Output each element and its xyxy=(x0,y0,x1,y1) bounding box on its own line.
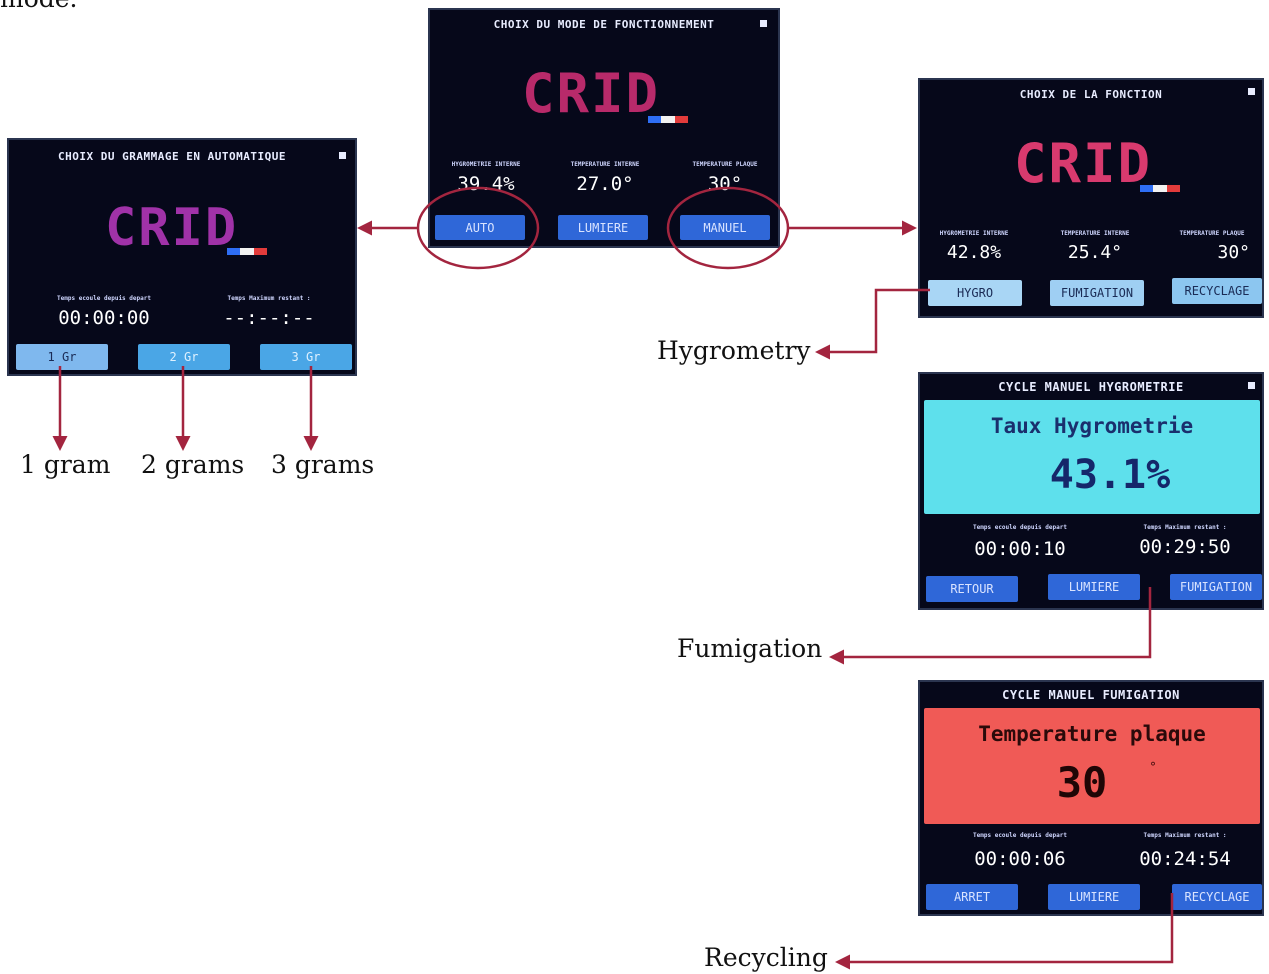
fumigation-button[interactable]: FUMIGATION xyxy=(1170,574,1262,600)
recyclage-button[interactable]: RECYCLAGE xyxy=(1172,278,1262,304)
gram-3-annotation: 3 grams xyxy=(271,450,375,479)
fumigation-cycle-screen: CYCLE MANUEL FUMIGATION Temperature plaq… xyxy=(918,680,1264,916)
status-indicator xyxy=(760,20,767,27)
hygrometry-cycle-screen: CYCLE MANUEL HYGROMETRIE Taux Hygrometri… xyxy=(918,372,1264,610)
reading-value: 25.4° xyxy=(1067,242,1123,263)
lumiere-button[interactable]: LUMIERE xyxy=(1048,574,1140,600)
reading-label: TEMPERATURE INTERNE xyxy=(1060,230,1130,237)
panel-label: Temperature plaque xyxy=(978,722,1206,746)
status-indicator xyxy=(339,152,346,159)
screen-title: CYCLE MANUEL HYGROMETRIE xyxy=(998,380,1184,394)
hygro-button[interactable]: HYGRO xyxy=(928,280,1022,306)
retour-button[interactable]: RETOUR xyxy=(926,576,1018,602)
remaining-label: Temps Maximum restant : xyxy=(1143,832,1227,839)
crid-logo: CRID xyxy=(522,62,661,125)
elapsed-label: Temps ecoule depuis depart xyxy=(57,295,151,302)
reading-label: HYGROMETRIE INTERNE xyxy=(939,230,1009,237)
tricolor-flag xyxy=(648,116,688,123)
panel-label: Taux Hygrometrie xyxy=(990,414,1194,438)
screen-title: CHOIX DU MODE DE FONCTIONNEMENT xyxy=(493,18,715,31)
screen-title: CHOIX DU GRAMMAGE EN AUTOMATIQUE xyxy=(58,150,286,163)
fumigation-annotation: Fumigation xyxy=(677,634,823,663)
arret-button[interactable]: ARRET xyxy=(926,884,1018,910)
lumiere-button[interactable]: LUMIERE xyxy=(558,215,648,240)
panel-value: 30 xyxy=(1056,758,1108,807)
reading-value: 30° xyxy=(1217,242,1250,263)
reading-value: 42.8% xyxy=(946,242,1002,263)
caption-fragment: mode. xyxy=(0,0,78,13)
status-indicator xyxy=(1248,88,1255,95)
panel-unit: ° xyxy=(1149,760,1157,774)
crid-logo: CRID xyxy=(1014,132,1153,195)
manuel-button[interactable]: MANUEL xyxy=(680,215,770,240)
status-indicator xyxy=(1248,382,1255,389)
tricolor-flag xyxy=(227,248,267,255)
elapsed-time: 00:00:00 xyxy=(58,307,150,329)
remaining-time: 00:29:50 xyxy=(1139,536,1231,558)
reading-label: TEMPERATURE PLAQUE xyxy=(1179,230,1245,237)
gram-1-annotation: 1 gram xyxy=(20,450,111,479)
reading-label: HYGROMETRIE INTERNE xyxy=(451,161,521,168)
panel-value: 43.1% xyxy=(1049,452,1171,498)
hygrometry-annotation: Hygrometry xyxy=(657,336,811,365)
auto-button[interactable]: AUTO xyxy=(435,215,525,240)
tricolor-flag xyxy=(1140,185,1180,192)
crid-logo: CRID xyxy=(105,198,239,258)
elapsed-label: Temps ecoule depuis depart xyxy=(973,524,1067,531)
elapsed-time: 00:00:10 xyxy=(974,538,1066,560)
hygrometry-panel xyxy=(924,400,1260,514)
temperature-panel xyxy=(924,708,1260,824)
function-selection-screen: CHOIX DE LA FONCTION CRID HYGROMETRIE IN… xyxy=(918,78,1264,318)
elapsed-time: 00:00:06 xyxy=(974,848,1066,870)
gram-2-button[interactable]: 2 Gr xyxy=(138,344,230,370)
auto-grammage-screen: CHOIX DU GRAMMAGE EN AUTOMATIQUE CRID Te… xyxy=(7,138,357,376)
screen-title: CYCLE MANUEL FUMIGATION xyxy=(1002,688,1180,702)
lumiere-button[interactable]: LUMIERE xyxy=(1048,884,1140,910)
remaining-label: Temps Maximum restant : xyxy=(227,295,311,302)
elapsed-label: Temps ecoule depuis depart xyxy=(973,832,1067,839)
auto-highlight-circle xyxy=(416,186,540,270)
manuel-highlight-circle xyxy=(666,186,790,270)
reading-label: TEMPERATURE INTERNE xyxy=(570,161,640,168)
fumigation-button[interactable]: FUMIGATION xyxy=(1050,280,1144,306)
recyclage-button[interactable]: RECYCLAGE xyxy=(1172,884,1262,910)
gram-1-button[interactable]: 1 Gr xyxy=(16,344,108,370)
recycling-annotation: Recycling xyxy=(704,943,828,972)
reading-value: 27.0° xyxy=(576,173,634,195)
reading-label: TEMPERATURE PLAQUE xyxy=(692,161,758,168)
screen-title: CHOIX DE LA FONCTION xyxy=(1019,88,1163,101)
arrow-fumigation xyxy=(829,587,1152,665)
mode-selection-screen: CHOIX DU MODE DE FONCTIONNEMENT CRID HYG… xyxy=(428,8,780,248)
arrow-recycling xyxy=(835,893,1174,970)
remaining-label: Temps Maximum restant : xyxy=(1143,524,1227,531)
gram-3-button[interactable]: 3 Gr xyxy=(260,344,352,370)
remaining-time: 00:24:54 xyxy=(1139,848,1231,870)
arrow-hygrometry xyxy=(815,288,930,360)
gram-2-annotation: 2 grams xyxy=(141,450,245,479)
remaining-time: --:--:-- xyxy=(223,307,315,329)
